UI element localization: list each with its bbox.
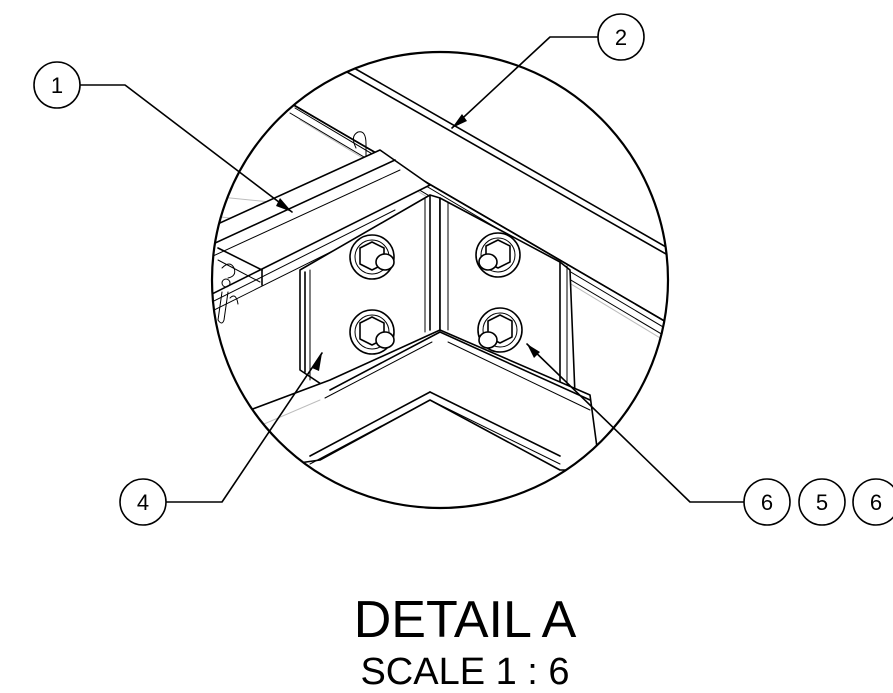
balloon-4: 4 [119, 478, 167, 526]
balloon-2: 2 [597, 13, 645, 61]
bolt-top-left [349, 234, 395, 280]
leader-arrow-4 [312, 353, 322, 371]
clip-pin [217, 263, 239, 324]
balloon-6b: 6 [852, 478, 893, 526]
bolt-bottom-right [477, 307, 523, 353]
leader-arrow-2 [452, 114, 467, 128]
balloon-1-label: 1 [51, 73, 63, 98]
detail-view [212, 59, 668, 471]
balloon-6a-label: 6 [761, 490, 773, 515]
leader-arrow-1 [276, 198, 292, 212]
leader-lines [79, 36, 745, 503]
detail-scale: SCALE 1 : 6 [360, 651, 569, 693]
balloon-5-label: 5 [816, 490, 828, 515]
balloon-6a: 6 [743, 478, 791, 526]
detail-boundary [210, 50, 670, 510]
balloon-4-label: 4 [137, 490, 149, 515]
leader-arrow-6 [527, 344, 540, 358]
balloon-1: 1 [33, 61, 81, 109]
balloon-2-label: 2 [615, 25, 627, 50]
cross-member [212, 149, 431, 313]
bolt-bottom-left [349, 309, 395, 355]
detail-title: DETAIL A [354, 591, 577, 649]
balloon-5: 5 [798, 478, 846, 526]
top-loop [352, 131, 367, 157]
balloon-6b-label: 6 [870, 490, 882, 515]
bolt-top-right [475, 232, 521, 278]
